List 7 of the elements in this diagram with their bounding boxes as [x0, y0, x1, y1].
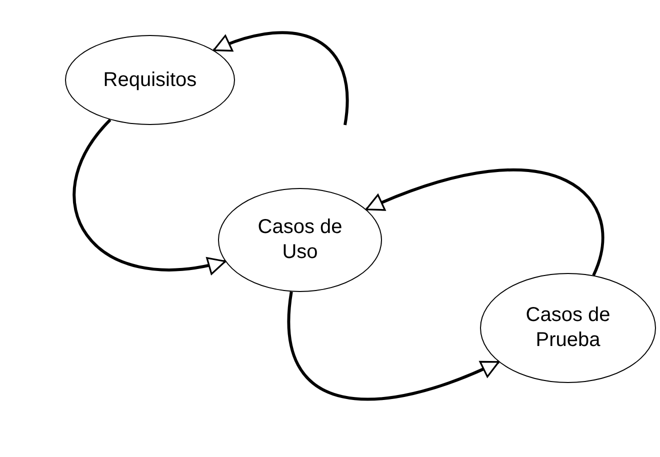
node-label: Requisitos — [103, 68, 197, 92]
node-label: Casos de Uso — [256, 215, 344, 265]
node-label: Casos de Prueba — [524, 303, 612, 353]
curved-arrow — [287, 292, 500, 401]
curved-arrow — [212, 31, 349, 126]
curved-arrow — [365, 168, 604, 276]
curved-arrow — [72, 118, 226, 274]
